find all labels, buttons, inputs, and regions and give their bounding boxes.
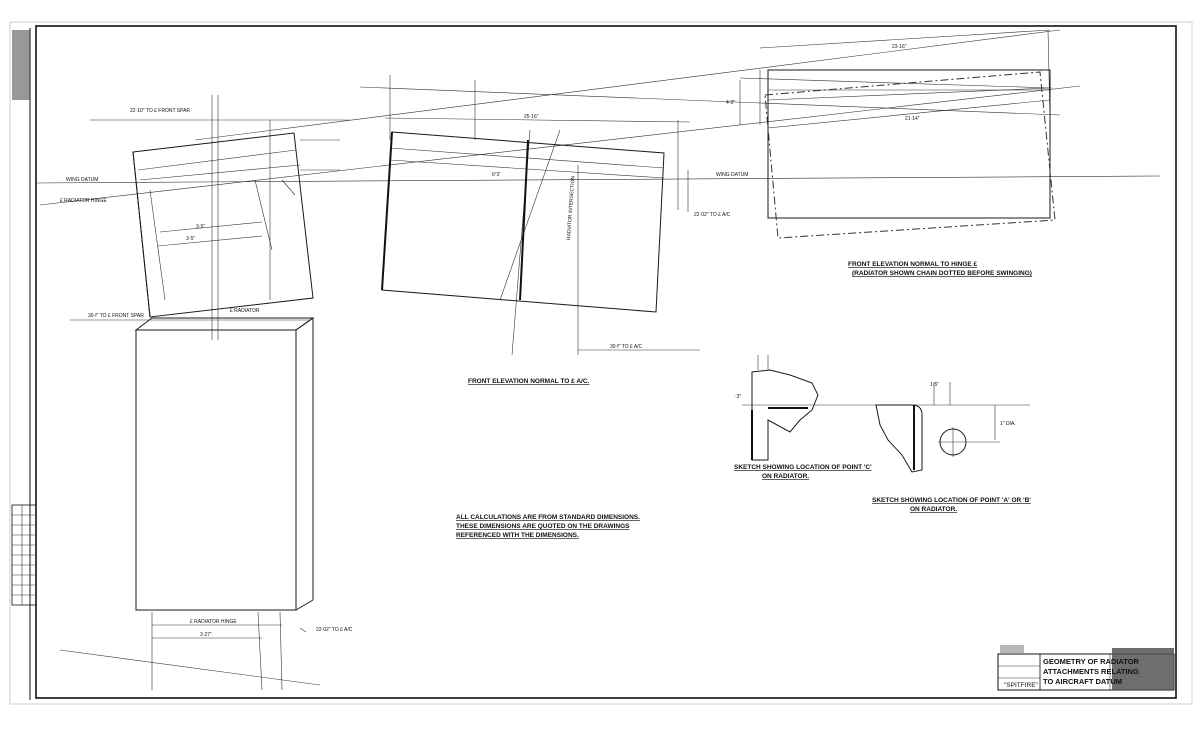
dim-mid-right: 21·14" (905, 116, 920, 122)
sketch-point-ab (875, 382, 1000, 473)
title-line-1: GEOMETRY OF RADIATOR (1043, 657, 1140, 666)
dim-lower-center: 30·f" TO £ A/C (610, 344, 643, 350)
title-line-3: TO AIRCRAFT DATUM (1043, 677, 1122, 686)
left-view-upper (132, 132, 340, 318)
sketch-c-caption-2: ON RADIATOR. (762, 473, 809, 480)
construction-lines (35, 29, 1161, 686)
dim-top-center: 25·16" (524, 114, 539, 120)
dim-left-span2: 3·5" (196, 224, 205, 230)
aircraft-name: "SPITFIRE" (1004, 682, 1039, 689)
sketch-ab-caption-1: SKETCH SHOWING LOCATION OF POINT 'A' OR … (872, 497, 1031, 504)
sketch-c-caption-1: SKETCH SHOWING LOCATION OF POINT 'C' (734, 464, 872, 471)
dim-left-mid: 30·f" TO £ FRONT SPAR (88, 313, 144, 319)
right-view (739, 29, 1056, 239)
dim-datum-right: 22·02" TO £ A/C (694, 212, 731, 218)
right-view-caption-2: (RADIATOR SHOWN CHAIN DOTTED BEFORE SWIN… (852, 270, 1032, 277)
center-view (381, 131, 689, 313)
note-line-3: REFERENCED WITH THE DIMENSIONS. (456, 532, 579, 539)
right-view-caption-1: FRONT ELEVATION NORMAL TO HINGE £ (848, 261, 978, 268)
dim-hinge-small: 4·0" (726, 100, 735, 106)
note-line-2: THESE DIMENSIONS ARE QUOTED ON THE DRAWI… (456, 523, 630, 530)
dim-left-span: 3·5" (186, 236, 195, 242)
radiator-c-label: £ RADIATOR (230, 308, 260, 314)
radiator-hinge-bottom: £ RADIATOR HINGE (190, 619, 237, 625)
title-block (997, 645, 1175, 691)
left-edge-strip (11, 30, 37, 606)
center-view-caption: FRONT ELEVATION NORMAL TO £ A/C. (468, 378, 590, 385)
hinge-left-label: £ RADIATOR HINGE (60, 198, 107, 204)
note-line-1: ALL CALCULATIONS ARE FROM STANDARD DIMEN… (456, 514, 640, 521)
dim-sketch-c1: ·3" (735, 394, 741, 400)
dim-bottom-right-left: 22·02" TO £ A/C (316, 627, 353, 633)
sketch-ab-caption-2: ON RADIATOR. (910, 506, 957, 513)
frame-border (35, 25, 1177, 699)
outer-border (9, 21, 1193, 705)
sketch-point-c (742, 355, 1030, 461)
wing-datum-right: WING DATUM (716, 172, 748, 178)
radiator-vertical-label: RADIATOR INTERSECTION (566, 176, 576, 241)
dim-upper-left: 22·10" TO £ FRONT SPAR (130, 108, 190, 114)
dim-sketch-ab2: 1" DIA. (1000, 421, 1016, 427)
title-line-2: ATTACHMENTS RELATING (1043, 667, 1139, 676)
rev-marker: 6°2' (492, 172, 501, 178)
wing-datum-left: WING DATUM (66, 177, 98, 183)
dim-left-bottom: 3·27" (200, 632, 212, 638)
dim-top-right: 23·16" (892, 44, 907, 50)
left-view-lower (134, 317, 315, 691)
dim-sketch-ab1: 1·5" (930, 382, 939, 388)
